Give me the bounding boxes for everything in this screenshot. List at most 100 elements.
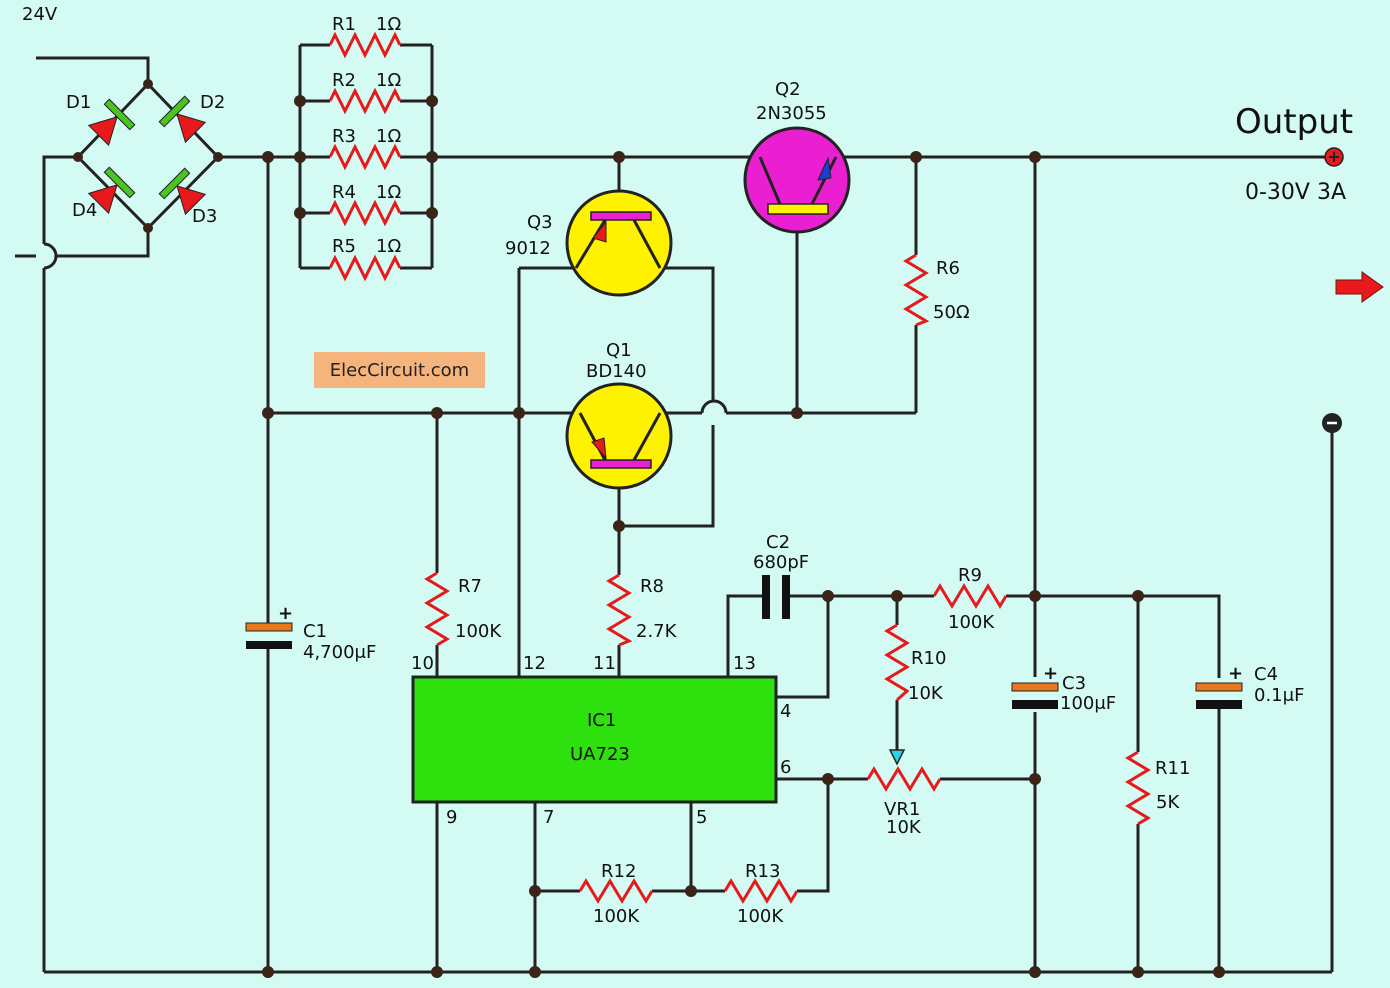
output-negative-terminal <box>1322 413 1342 433</box>
label-q3: Q3 <box>527 212 553 233</box>
resistor-r4 <box>328 199 402 227</box>
diode-d1 <box>87 98 136 147</box>
label-r6-value: 50Ω <box>933 302 970 323</box>
label-pin-5: 5 <box>696 807 707 828</box>
label-ic1-part: UA723 <box>570 744 630 765</box>
transistor-q1 <box>565 382 673 490</box>
label-r5: R5 <box>332 236 356 257</box>
label-r7-value: 100K <box>455 621 502 642</box>
resistor-r3 <box>328 143 402 171</box>
resistor-r9 <box>932 583 1008 609</box>
label-r2-value: 1Ω <box>376 70 401 91</box>
resistor-r2 <box>328 87 402 115</box>
resistor-r10 <box>884 623 910 702</box>
label-pin-9: 9 <box>446 807 457 828</box>
resistor-r13 <box>723 878 799 904</box>
resistor-r8 <box>606 573 633 647</box>
resistor-r1 <box>328 31 402 59</box>
label-c4-value: 0.1μF <box>1254 685 1304 706</box>
label-r1-value: 1Ω <box>376 14 401 35</box>
diode-d4 <box>87 166 136 215</box>
label-r11: R11 <box>1155 758 1190 779</box>
label-vr1-value: 10K <box>886 817 922 838</box>
resistor-vr1 <box>866 766 942 792</box>
label-q2-part: 2N3055 <box>756 103 827 124</box>
label-c2: C2 <box>766 532 790 553</box>
label-pin-11: 11 <box>593 653 616 674</box>
label-r10: R10 <box>911 648 946 669</box>
label-output-spec: 0-30V 3A <box>1245 180 1346 205</box>
label-c2-value: 680pF <box>753 552 809 573</box>
website-label: ElecCircuit.com <box>314 352 485 388</box>
labels: 24V D1 D2 D4 D3 R1 1Ω R2 1Ω R3 1Ω R4 1Ω … <box>22 4 1353 927</box>
label-r12: R12 <box>601 861 636 882</box>
label-r11-value: 5K <box>1156 792 1180 813</box>
vr1-wiper <box>888 749 906 766</box>
resistor-r5 <box>328 254 402 282</box>
output-positive-terminal <box>1324 147 1344 167</box>
label-r8: R8 <box>640 576 664 597</box>
capacitor-c3: + <box>1011 663 1059 709</box>
label-r8-value: 2.7K <box>636 621 678 642</box>
wires <box>15 43 1334 974</box>
label-c1: C1 <box>303 621 327 642</box>
resistors <box>328 31 1151 904</box>
label-vr1: VR1 <box>884 799 920 820</box>
transistor-q2 <box>743 126 851 234</box>
label-c1-value: 4,700μF <box>303 642 376 663</box>
label-r6: R6 <box>936 258 960 279</box>
svg-text:+: + <box>1043 663 1058 684</box>
label-c3: C3 <box>1062 673 1086 694</box>
transistor-q3 <box>565 189 673 297</box>
label-r4-value: 1Ω <box>376 182 401 203</box>
label-pin-4: 4 <box>780 701 791 722</box>
label-d1: D1 <box>66 92 91 113</box>
label-d3: D3 <box>192 206 217 227</box>
resistor-r7 <box>424 571 450 647</box>
label-r1: R1 <box>332 14 356 35</box>
label-pin-6: 6 <box>780 757 791 778</box>
label-r9: R9 <box>958 565 982 586</box>
svg-text:+: + <box>278 603 293 624</box>
resistor-r11 <box>1125 750 1151 826</box>
label-r13: R13 <box>745 861 780 882</box>
capacitor-c1: + <box>245 603 293 649</box>
label-c4: C4 <box>1254 664 1278 685</box>
label-r7: R7 <box>458 576 482 597</box>
label-q2: Q2 <box>775 79 801 100</box>
label-r4: R4 <box>332 182 356 203</box>
label-pin-7: 7 <box>543 807 554 828</box>
ic1-ua723 <box>411 675 778 804</box>
label-ic1: IC1 <box>587 710 616 731</box>
label-pin-13: 13 <box>733 653 756 674</box>
label-r12-value: 100K <box>593 906 640 927</box>
label-q3-part: 9012 <box>505 238 551 259</box>
label-r3: R3 <box>332 126 356 147</box>
output-arrow-icon <box>1335 271 1384 303</box>
resistor-r12 <box>578 878 654 904</box>
label-r13-value: 100K <box>737 906 784 927</box>
label-r10-value: 10K <box>908 683 944 704</box>
label-d2: D2 <box>200 92 225 113</box>
diode-d3 <box>158 167 207 216</box>
diodes <box>87 95 207 216</box>
label-q1: Q1 <box>606 340 632 361</box>
label-supply: 24V <box>22 4 58 25</box>
junction-nodes <box>73 79 1225 978</box>
label-r3-value: 1Ω <box>376 126 401 147</box>
label-r2: R2 <box>332 70 356 91</box>
capacitor-c2 <box>762 575 790 619</box>
label-r5-value: 1Ω <box>376 236 401 257</box>
label-r9-value: 100K <box>948 612 995 633</box>
capacitor-c4: + <box>1195 663 1243 709</box>
label-pin-10: 10 <box>411 653 434 674</box>
diode-d2 <box>158 95 207 144</box>
resistor-r6 <box>903 253 930 327</box>
label-pin-12: 12 <box>523 653 546 674</box>
label-d4: D4 <box>72 200 97 221</box>
label-c3-value: 100μF <box>1060 693 1116 714</box>
svg-text:+: + <box>1228 663 1243 684</box>
label-q1-part: BD140 <box>586 361 647 382</box>
